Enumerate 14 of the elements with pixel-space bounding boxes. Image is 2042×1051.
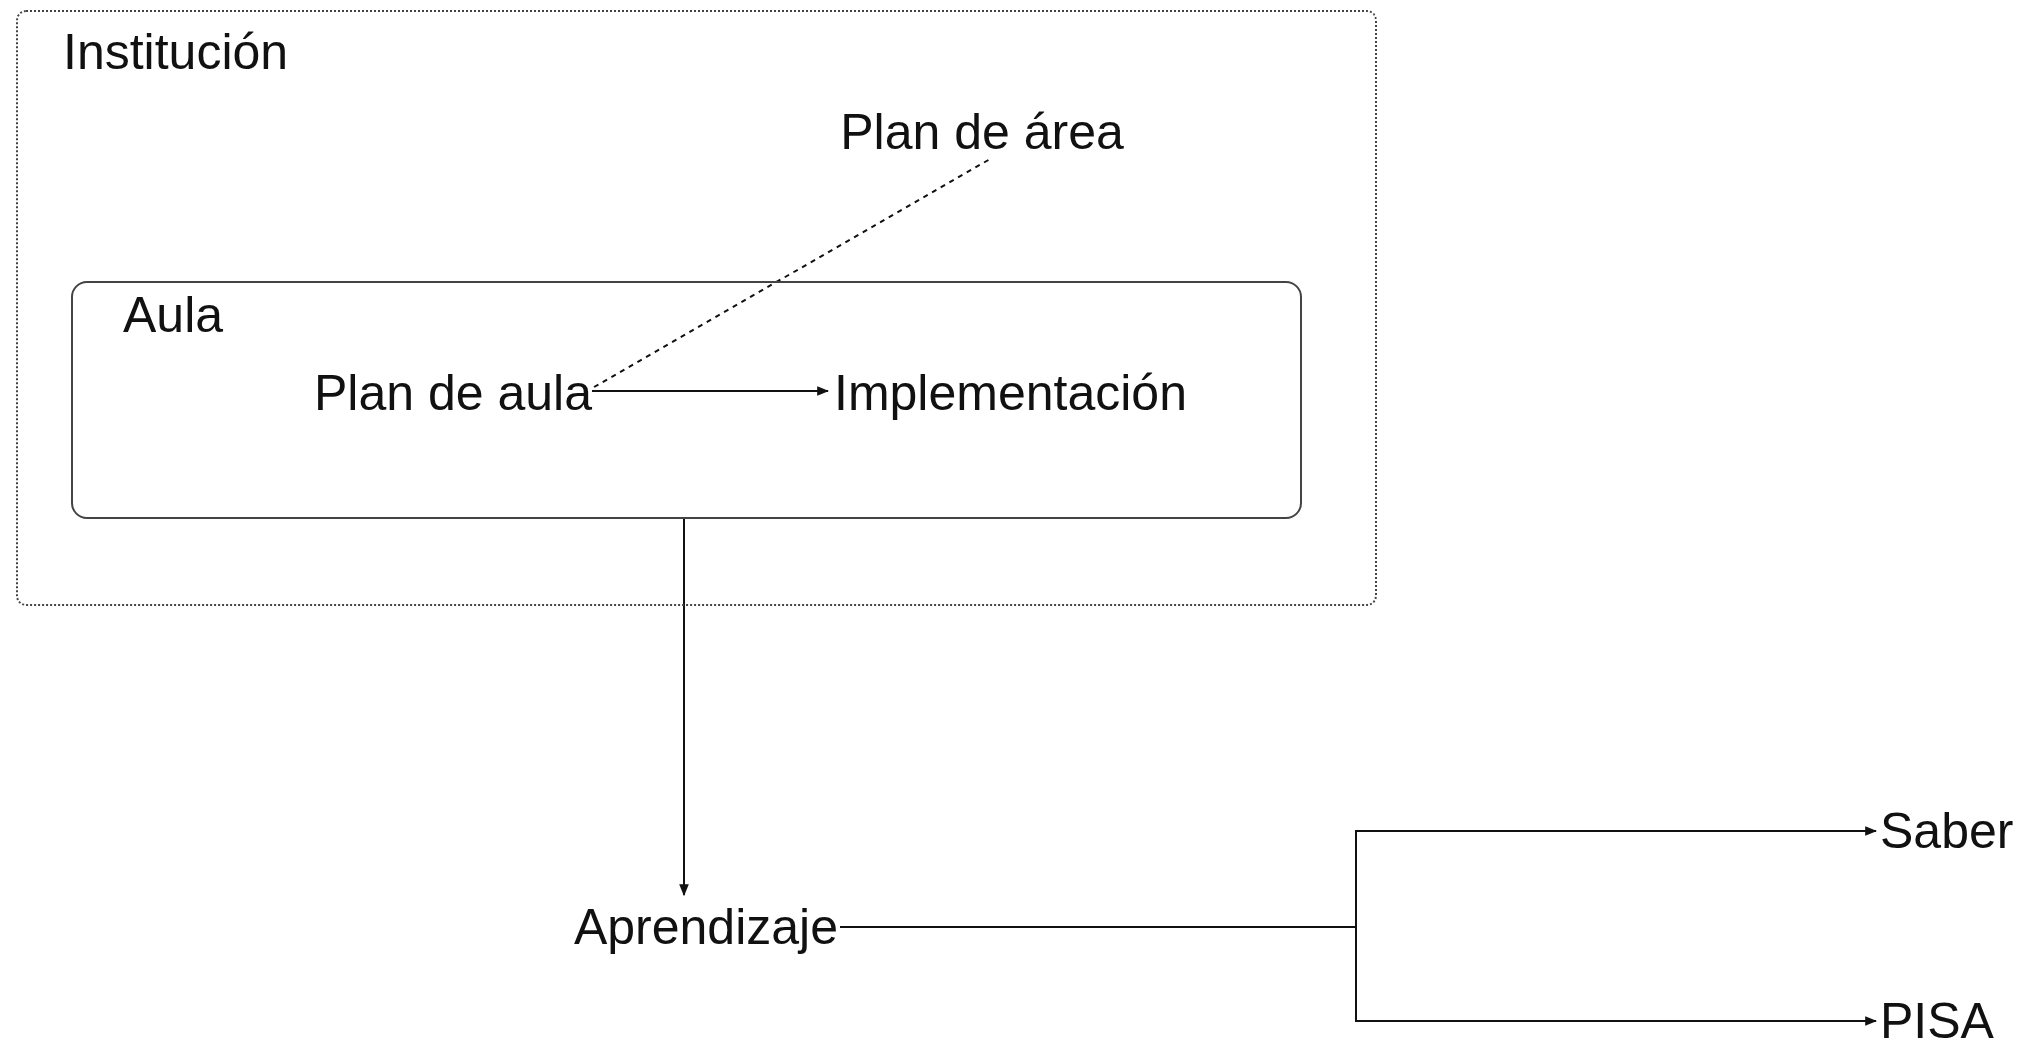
text-label: Saber [1880, 803, 2040, 859]
dotted-container-box [16, 10, 1377, 606]
arrow [679, 516, 689, 897]
text-label: Aprendizaje [530, 899, 838, 955]
text-label: Implementación [834, 365, 1239, 421]
dotted-line [591, 159, 990, 390]
container-title: Institución [63, 24, 289, 80]
text-label: Plan de área [822, 104, 1142, 160]
text-label: Plan de aula [284, 365, 592, 421]
arrow [839, 926, 1878, 1026]
container-title: Aula [123, 287, 224, 343]
text-label: PISA [1880, 993, 2030, 1049]
arrow [591, 386, 830, 396]
rounded-box [71, 281, 1302, 519]
